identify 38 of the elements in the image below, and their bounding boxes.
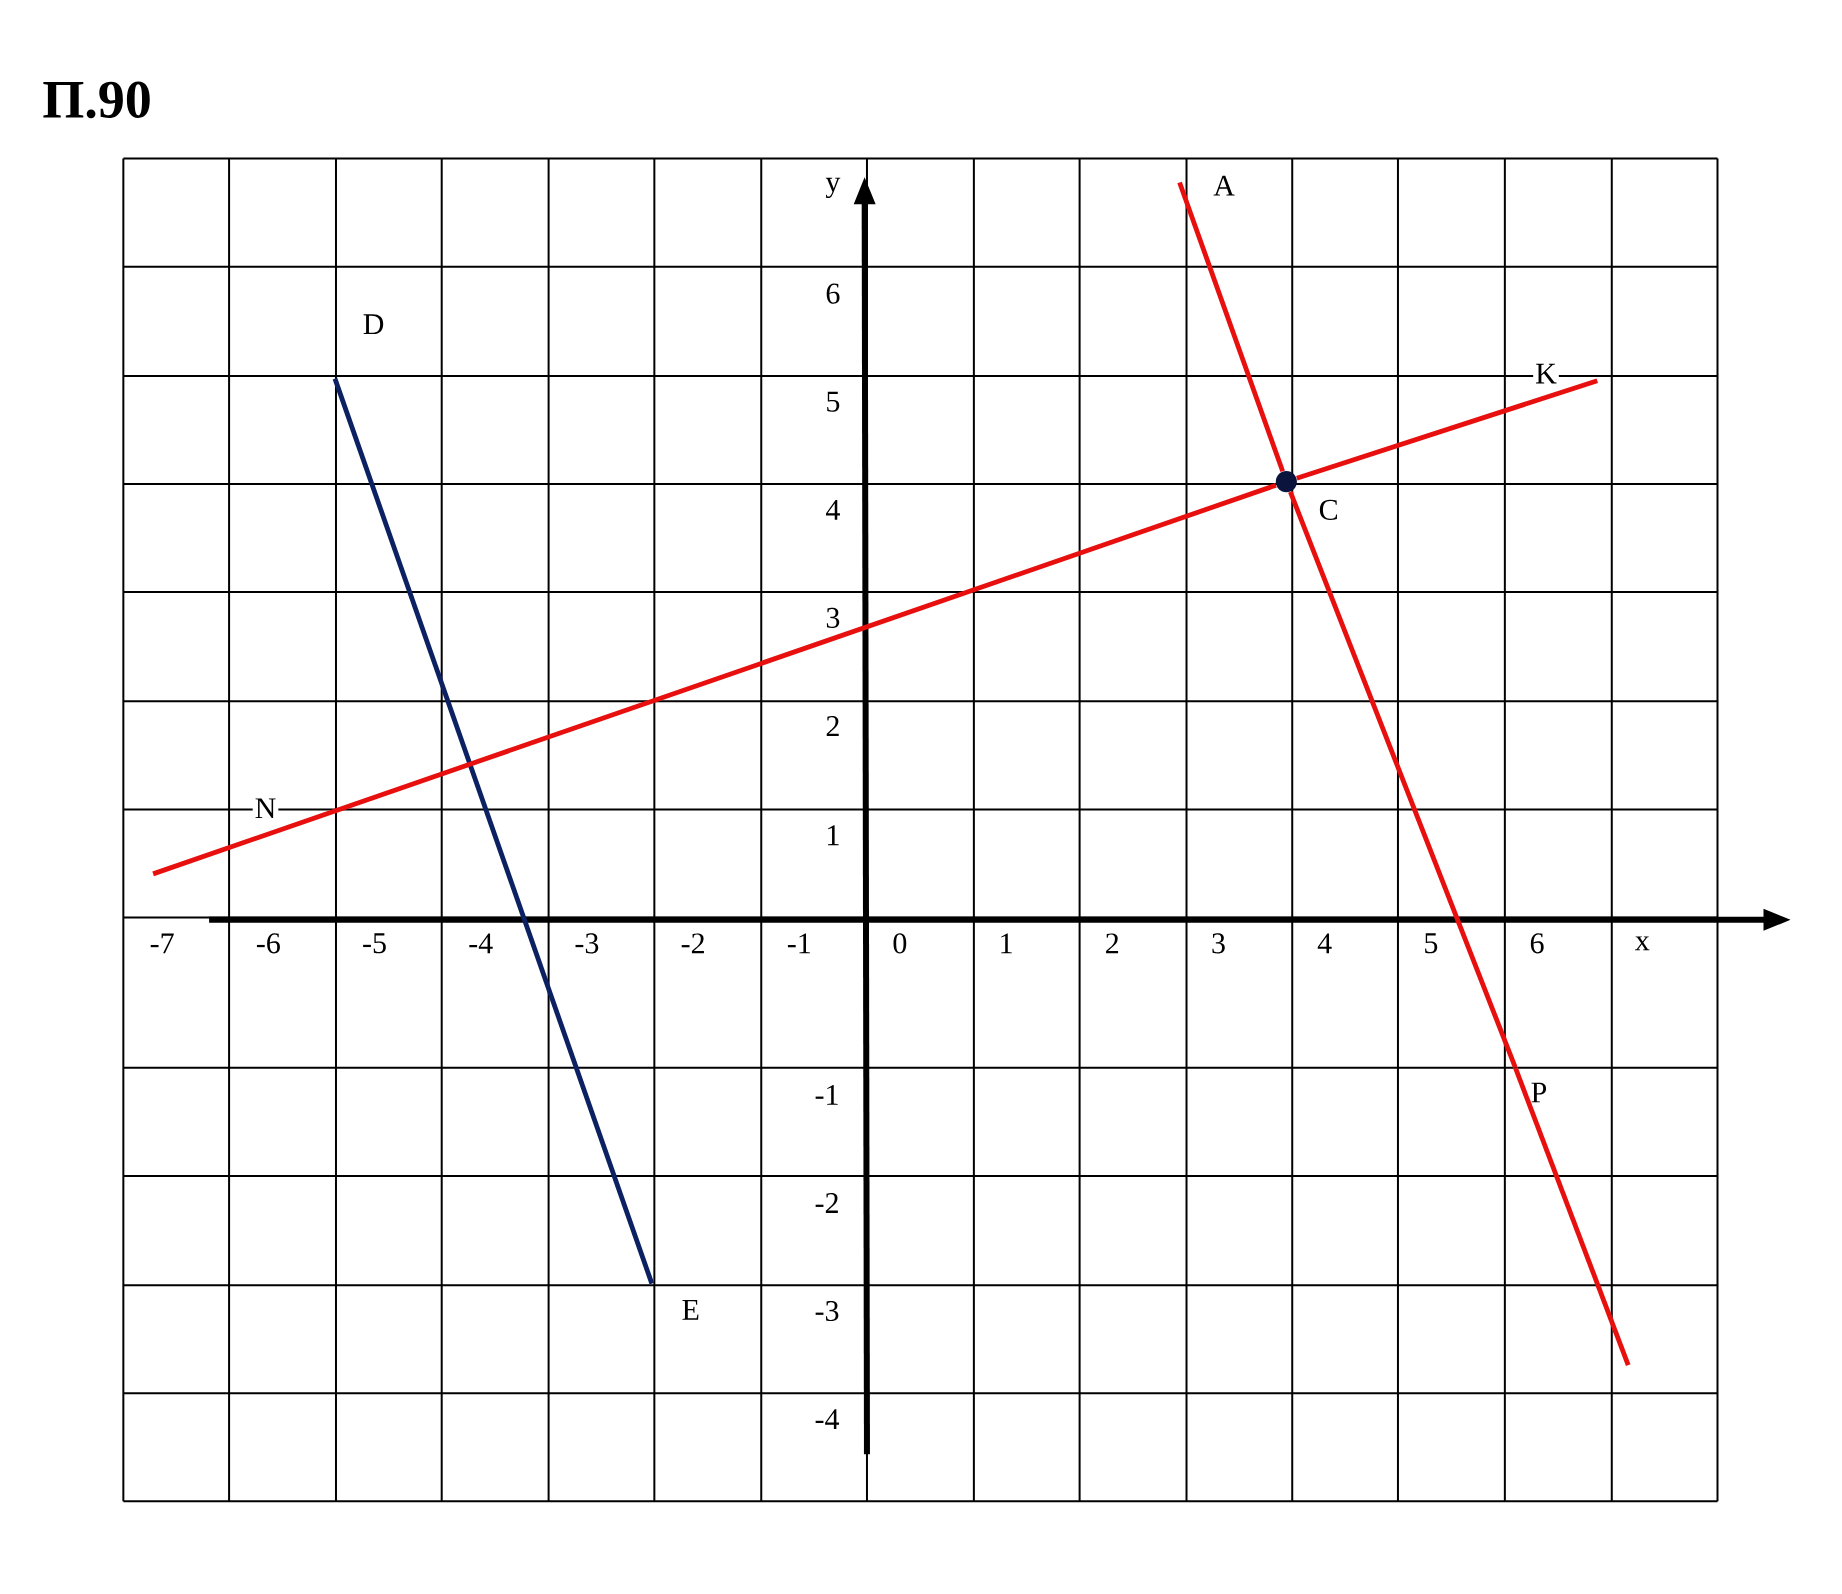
tick-label: 4 — [1317, 933, 1332, 954]
point-label: N — [252, 796, 279, 820]
line-segment — [332, 377, 655, 1285]
tick-label: 5 — [1425, 933, 1438, 954]
tick-label: -1 — [815, 1084, 838, 1105]
tick-label: -6 — [256, 933, 280, 954]
tick-label: -2 — [815, 1193, 838, 1213]
tick-label: 1 — [828, 825, 839, 846]
tick-label: 1 — [1001, 933, 1012, 954]
line-segment — [1288, 490, 1518, 1069]
tick-label: 2 — [826, 716, 839, 736]
tick-label: -3 — [815, 1300, 839, 1322]
axis-label: x — [1635, 936, 1650, 951]
point-label: E — [679, 1298, 702, 1322]
tick-label: -5 — [363, 933, 386, 954]
tick-label: -1 — [787, 933, 810, 954]
line-segment — [152, 482, 1277, 877]
tick-label: 6 — [1530, 933, 1544, 954]
tick-label: -4 — [469, 933, 493, 954]
tick-label: -3 — [575, 933, 599, 954]
point-label: K — [1533, 361, 1559, 386]
point-label: A — [1211, 173, 1237, 198]
tick-label: 3 — [1212, 933, 1225, 954]
tick-label: -2 — [681, 933, 704, 954]
tick-label: 6 — [826, 283, 840, 304]
point-label: P — [1528, 1080, 1550, 1105]
line-segment — [1177, 181, 1285, 473]
axis-label: y — [825, 177, 841, 198]
tick-label: 4 — [826, 499, 840, 520]
tick-label: 5 — [827, 391, 840, 412]
tick-label: 3 — [826, 607, 840, 628]
point-label: D — [360, 312, 387, 336]
tick-label: 0 — [893, 933, 907, 954]
line-segment — [1296, 378, 1599, 481]
tick-label: -4 — [815, 1409, 840, 1429]
tick-label: 2 — [1106, 933, 1119, 954]
title: П.90 — [43, 81, 150, 119]
tick-label: -7 — [150, 933, 174, 954]
